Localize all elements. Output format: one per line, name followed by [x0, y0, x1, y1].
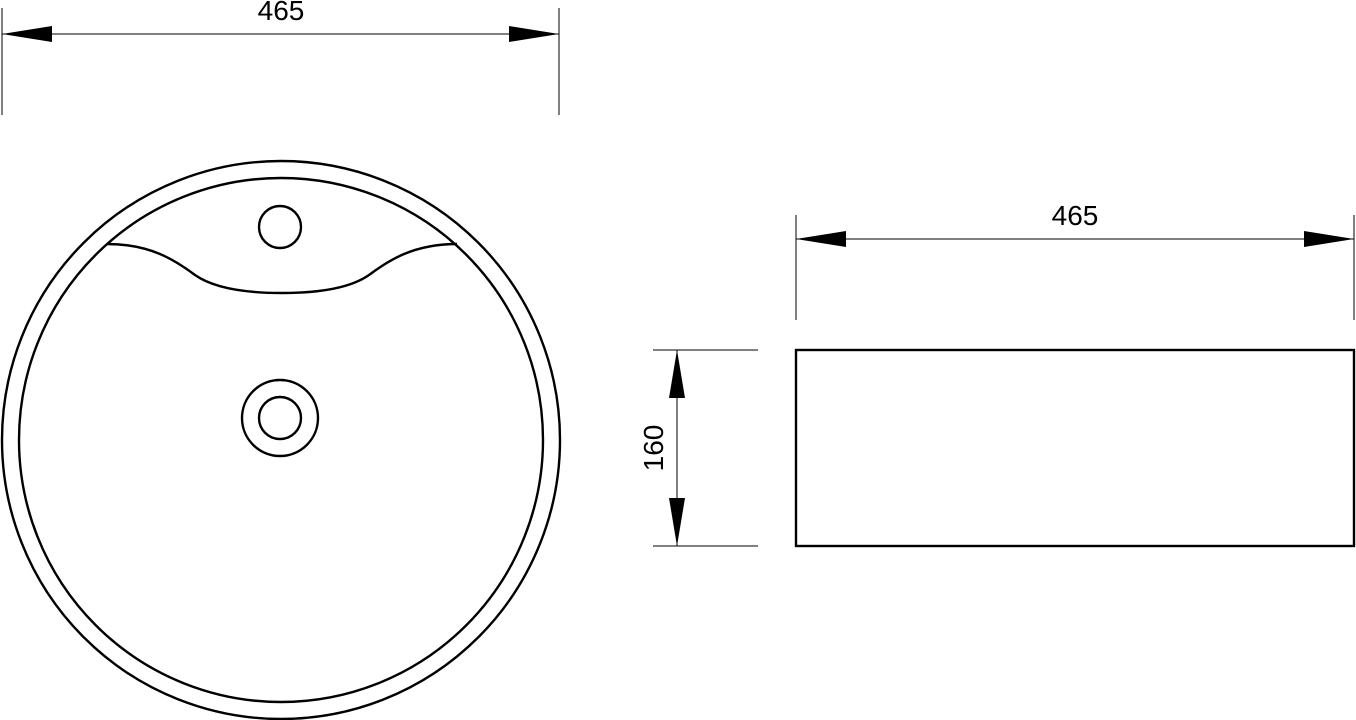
faucet-hole: [257, 204, 303, 250]
drain-outer-ring: [240, 378, 320, 458]
arrowhead-left: [796, 231, 846, 247]
arrowhead-left: [2, 26, 52, 42]
basin-top-view: [0, 159, 562, 720]
side-view-width-label: 465: [1052, 200, 1099, 231]
arrowhead-right: [1304, 231, 1354, 247]
basin-inner-rim: [17, 176, 545, 704]
arrowhead-top: [669, 350, 685, 398]
drain-inner-ring: [257, 395, 303, 441]
basin-outer-rim: [0, 159, 562, 720]
arrowhead-bottom: [669, 498, 685, 546]
top-view-width-dimension: 465: [1, 0, 560, 115]
side-view-height-label: 160: [638, 425, 669, 472]
side-view-width-dimension: 465: [795, 200, 1355, 320]
basin-side-profile: [794, 348, 1356, 548]
top-view-width-label: 465: [258, 0, 305, 26]
faucet-deck-edge: [106, 242, 458, 295]
side-view-height-dimension: 160: [638, 349, 758, 547]
arrowhead-right: [509, 26, 559, 42]
